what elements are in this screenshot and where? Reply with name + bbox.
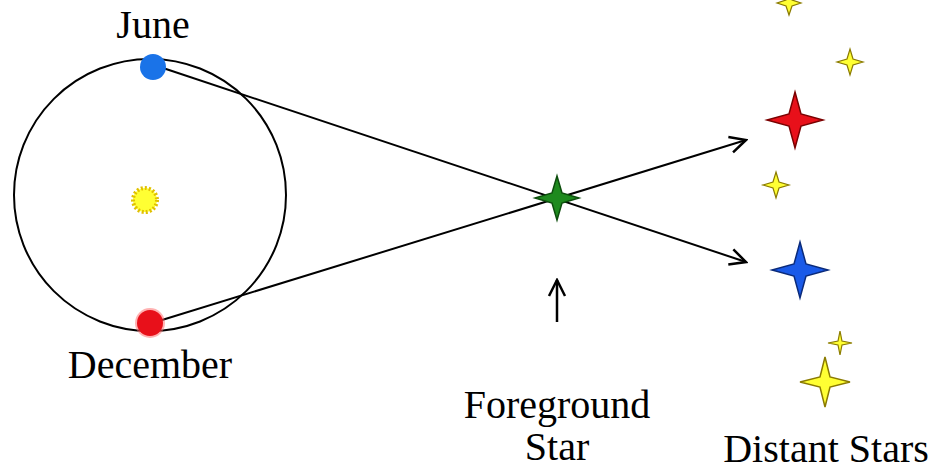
distant-star-red bbox=[767, 92, 823, 148]
month-label: June bbox=[73, 4, 233, 46]
distant-star-blue bbox=[772, 242, 828, 298]
earth-orbit bbox=[14, 59, 286, 331]
star-label: Foreground Star bbox=[442, 384, 672, 468]
december-earth-dot bbox=[137, 310, 163, 336]
december-glow bbox=[135, 308, 165, 338]
month-label: December bbox=[30, 344, 270, 386]
june-earth-dot bbox=[140, 54, 166, 80]
distant-star-yellow bbox=[828, 331, 852, 355]
distant-star-yellow bbox=[800, 357, 850, 407]
distant-star-yellow bbox=[763, 172, 789, 198]
distant-star-yellow bbox=[777, 0, 801, 15]
pointer-arrow bbox=[556, 280, 559, 322]
distant-star-yellow bbox=[837, 49, 863, 75]
sight-line bbox=[163, 68, 746, 262]
sun-symbol bbox=[133, 188, 157, 212]
stars-label: Distant Stars bbox=[708, 428, 944, 470]
sight-line bbox=[162, 140, 746, 320]
foreground-star bbox=[535, 176, 579, 220]
